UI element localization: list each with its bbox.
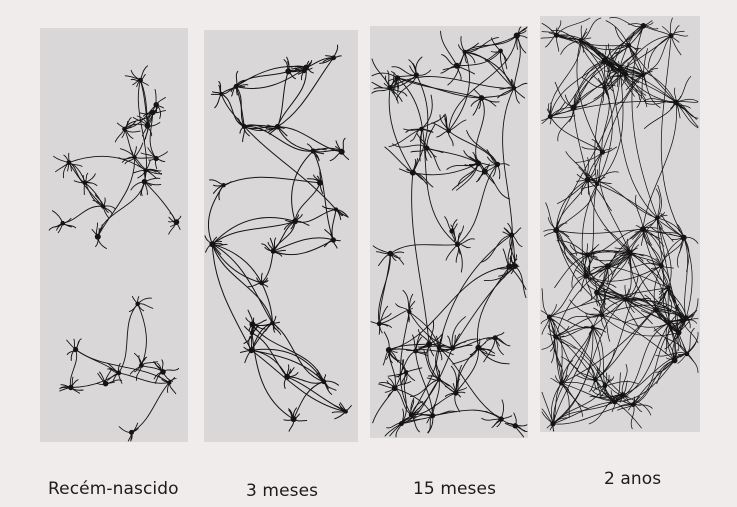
caption-3-meses: 3 meses <box>246 481 318 501</box>
caption-2-anos: 2 anos <box>604 469 661 489</box>
panel-recem-nascido <box>40 28 188 442</box>
panel-15-meses <box>370 26 528 438</box>
caption-15-meses: 15 meses <box>413 479 496 499</box>
caption-recem-nascido: Recém-nascido <box>48 479 179 499</box>
panel-2-anos <box>540 16 700 432</box>
panel-3-meses <box>204 30 358 442</box>
